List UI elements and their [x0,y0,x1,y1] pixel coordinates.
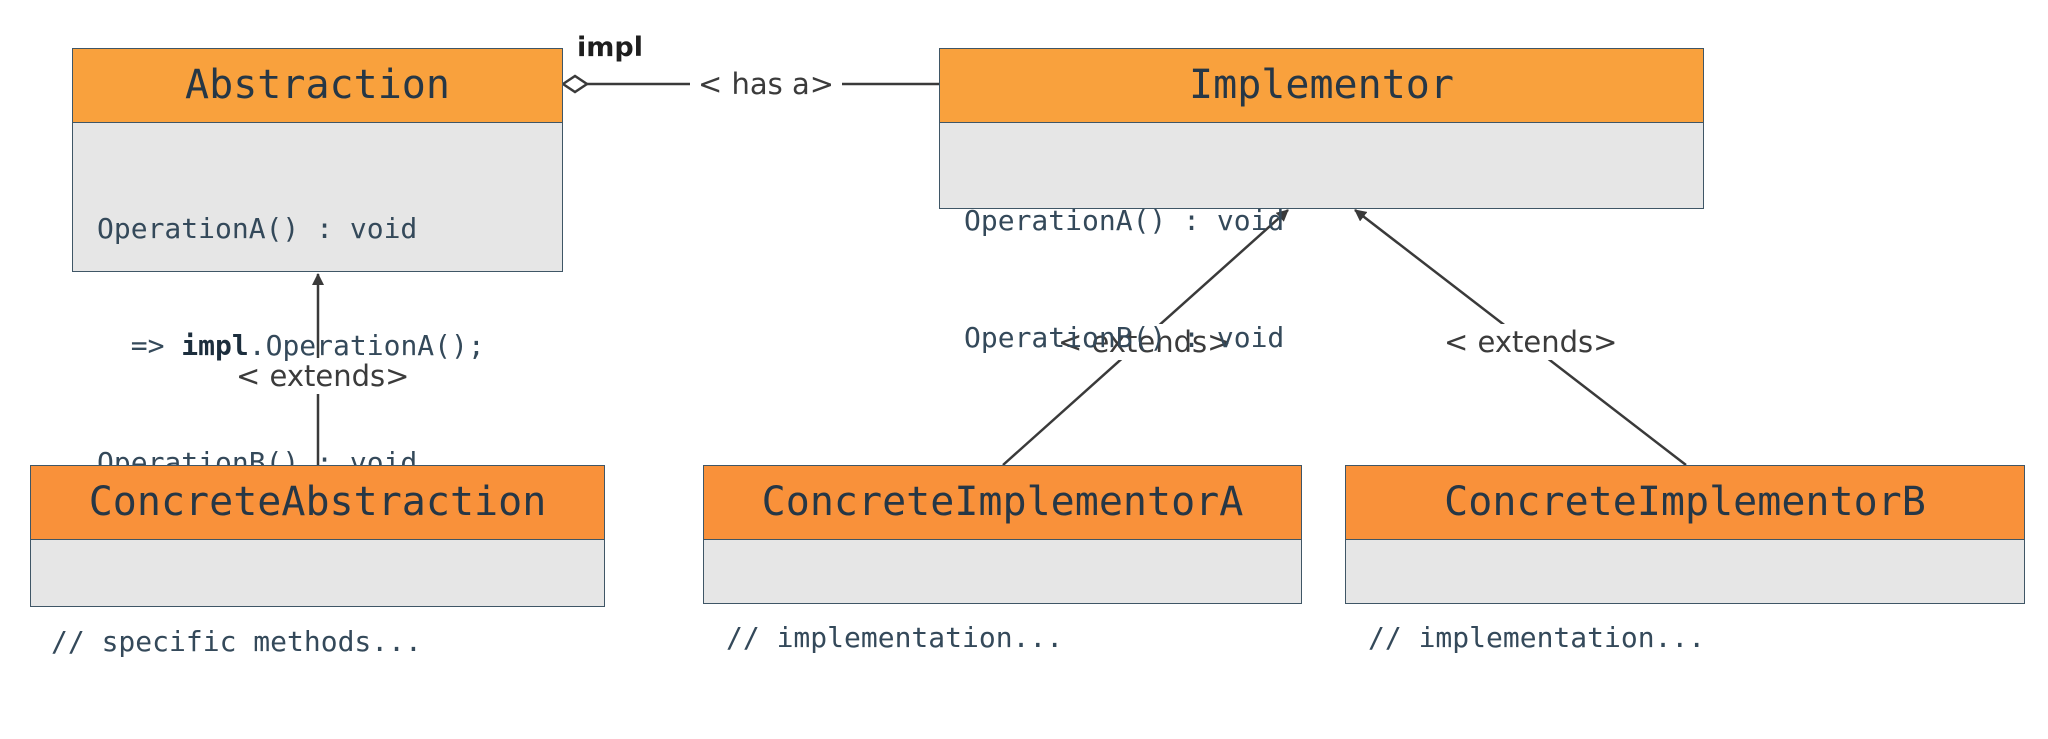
class-implementor[interactable]: Implementor OperationA() : void Operatio… [939,48,1704,354]
member-comment: // implementation... [1368,621,1706,654]
aggregation-diamond-icon [560,74,590,94]
class-name: Abstraction [73,49,562,123]
aggregation-role-label: impl [577,32,643,63]
delegate-target: impl [181,329,249,362]
class-concrete-implementor-b[interactable]: ConcreteImplementorB // implementation..… [1345,465,2025,654]
delegate-method: .OperationA(); [248,329,485,362]
member-operation-a: OperationA() : void [97,212,418,245]
extends-impl-a-label: < extends> [1050,324,1240,360]
class-concrete-abstraction[interactable]: ConcreteAbstraction // specific methods.… [30,465,605,658]
delegate-arrow: => [97,329,182,362]
has-a-label: < has a> [690,66,843,102]
member-comment: // specific methods... [51,625,422,658]
member-comment: // implementation... [726,621,1064,654]
class-members: // implementation... [704,540,1301,735]
class-name: Implementor [940,49,1703,123]
class-name: ConcreteAbstraction [31,466,604,540]
member-operation-b: OperationB() : void [964,321,1285,354]
extends-abstraction-label: < extends> [228,358,418,394]
extends-impl-b-label: < extends> [1436,324,1626,360]
member-operation-a: OperationA() : void [964,204,1285,237]
member-delegate-call: => impl.OperationA(); [97,326,562,365]
class-members: // implementation... [1346,540,2024,735]
class-members: // specific methods... [31,540,604,739]
class-abstraction[interactable]: Abstraction OperationA() : void => impl.… [72,48,563,479]
class-concrete-implementor-a[interactable]: ConcreteImplementorA // implementation..… [703,465,1302,654]
class-members: OperationA() : void OperationB() : void [940,123,1703,435]
class-name: ConcreteImplementorA [704,466,1301,540]
class-name: ConcreteImplementorB [1346,466,2024,540]
